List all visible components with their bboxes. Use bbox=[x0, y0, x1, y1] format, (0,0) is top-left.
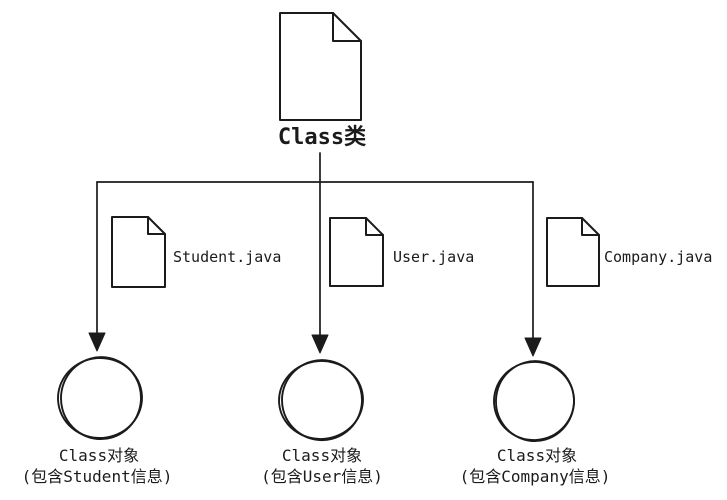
user-file-icon bbox=[329, 217, 384, 287]
sketch-circle bbox=[278, 360, 364, 440]
arrow-down-icon bbox=[524, 337, 542, 357]
user-object-line2: (包含User信息) bbox=[261, 467, 383, 486]
arrow-down-icon bbox=[88, 332, 106, 352]
sketch-circle bbox=[60, 356, 142, 441]
document-fold-icon bbox=[365, 217, 384, 236]
student-object-line2: (包含Student信息) bbox=[22, 467, 173, 486]
company-object-line1: Class对象 bbox=[497, 446, 577, 465]
company-file-label: Company.java bbox=[604, 248, 712, 266]
document-fold-icon bbox=[581, 217, 600, 236]
branch-connectors bbox=[88, 152, 542, 357]
document-fold-icon bbox=[332, 12, 362, 42]
class-file-icon bbox=[279, 12, 362, 121]
document-fold-icon bbox=[147, 216, 166, 235]
document-icon bbox=[111, 216, 166, 288]
company-file-icon bbox=[546, 217, 600, 287]
document-icon bbox=[279, 12, 362, 121]
sketch-circle bbox=[495, 360, 575, 443]
sketch-circle bbox=[57, 357, 143, 439]
sketch-circle bbox=[493, 361, 575, 441]
branch-user: User.java Class对象 (包含User信息) bbox=[261, 217, 474, 486]
branch-company: Company.java Class对象 (包含Company信息) bbox=[460, 217, 712, 486]
document-icon bbox=[546, 217, 600, 287]
arrow-down-icon bbox=[311, 334, 329, 354]
branch-student: Student.java Class对象 (包含Student信息) bbox=[22, 216, 281, 486]
document-icon bbox=[329, 217, 384, 287]
class-object-circle bbox=[278, 359, 364, 442]
class-object-circle bbox=[493, 360, 575, 443]
company-object-line2: (包含Company信息) bbox=[460, 467, 611, 486]
student-file-label: Student.java bbox=[173, 248, 281, 266]
student-file-icon bbox=[111, 216, 166, 288]
sketch-circle bbox=[281, 359, 363, 442]
user-object-line1: Class对象 bbox=[282, 446, 362, 465]
student-object-line1: Class对象 bbox=[59, 446, 139, 465]
class-file-label: Class类 bbox=[278, 125, 367, 150]
class-object-circle bbox=[57, 356, 143, 441]
user-file-label: User.java bbox=[393, 248, 474, 266]
